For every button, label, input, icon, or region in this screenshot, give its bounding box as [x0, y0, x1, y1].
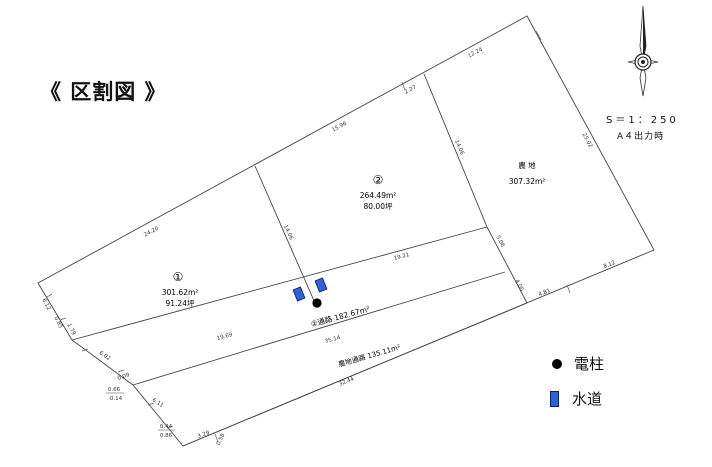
legend-water: 水道 [550, 388, 602, 409]
utility-pole-icon [312, 298, 322, 308]
lot1-number: ① [173, 270, 184, 284]
legend-pole-label: 電柱 [574, 355, 605, 373]
dim-left-l: 0.58 [216, 432, 227, 446]
dim-top-left: 24.20 [143, 226, 160, 239]
lot2-number: ② [373, 173, 384, 187]
dim-left-c: 1.79 [65, 323, 76, 337]
dim-left-k: 3.29 [197, 430, 211, 440]
dim-left-d: 6.02 [98, 350, 112, 362]
legend-water-label: 水道 [572, 390, 603, 408]
utility-pole-icon [552, 358, 562, 369]
lot-divider-2 [423, 73, 488, 228]
water-meter-icon [550, 390, 559, 407]
dim-farm-road-len: 32.44 [338, 376, 355, 388]
compass-rose-icon [627, 5, 659, 97]
page-title: 《 区割図 》 [40, 80, 167, 104]
water-meter-icon [314, 277, 328, 293]
lot-divider-1 [254, 165, 316, 304]
fraction-bars [106, 392, 175, 431]
dim-top-right: 12.24 [467, 47, 484, 60]
water-meter-icon [292, 286, 306, 302]
dim-top-small: 2.27 [404, 84, 418, 95]
dim-right-road-width: 4.00 [513, 279, 524, 293]
farmland-name: 農 地 [518, 160, 536, 170]
dim-left-j: 0.86 [160, 433, 173, 439]
dim-road-upper: 19.21 [393, 252, 410, 262]
farmland-area: 307.32m² [509, 177, 546, 186]
scale-ratio: S＝1：250 [606, 115, 679, 126]
road-boundary-middle [132, 271, 506, 386]
scale-note: A４出力時 [617, 132, 665, 142]
dim-left-a: 6.12 [40, 298, 51, 312]
lot2-tsubo: 80.00坪 [364, 202, 393, 211]
farm-road-label: 農地通路 135.11m² [337, 342, 402, 368]
lot2-area: 264.49m² [360, 191, 397, 200]
dim-road-mid: 35.14 [324, 335, 341, 345]
lot1-tsubo: 91.24坪 [166, 299, 195, 308]
dim-left-f: 0.66 [108, 387, 121, 393]
dim-left-e: 0.09 [117, 372, 131, 382]
dim-road-lower: 19.69 [216, 332, 233, 342]
road-boundary-upper [71, 226, 488, 341]
dim-bottom-right: 4.81 [538, 288, 552, 298]
tick-marks [46, 30, 571, 443]
dim-top-mid: 15.96 [331, 121, 348, 134]
legend-pole: 電柱 [552, 353, 604, 374]
dim-divider-2: 14.06 [453, 139, 465, 156]
dim-left-g: 0.14 [110, 396, 123, 402]
dim-right-bottom: 8.12 [603, 260, 617, 270]
dim-left-h: 6.11 [151, 397, 165, 409]
road-boundary-lower [182, 302, 528, 447]
lot1-area: 301.62m² [162, 288, 199, 297]
lot-divider-3 [486, 226, 528, 304]
dim-left-b: 0.85 [52, 316, 63, 330]
dim-left-i: 0.44 [160, 424, 173, 430]
dimension-labels: 24.20 15.96 2.27 12.24 25.02 8.12 14.06 … [40, 47, 616, 447]
dim-right-short: 5.06 [494, 235, 505, 249]
